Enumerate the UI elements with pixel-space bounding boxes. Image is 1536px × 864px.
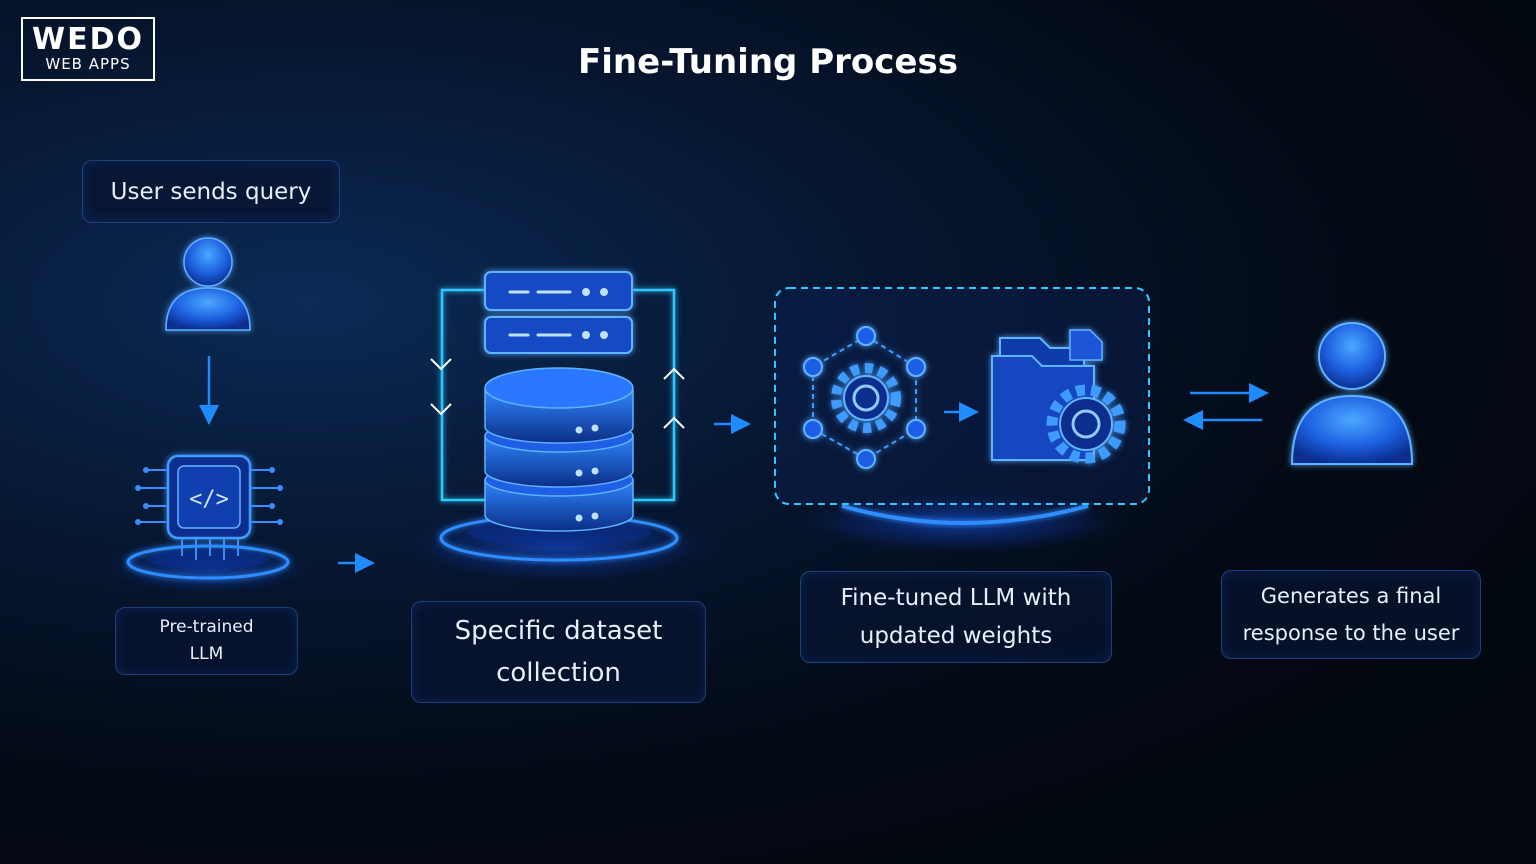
server-icon [484, 271, 633, 354]
step-dataset-line-1: Specific dataset [454, 616, 663, 646]
step-finetuned-llm: Fine-tuned LLM with updated weights [800, 571, 1112, 663]
step-pretrained-line-1: Pre-trained [159, 617, 254, 637]
user-icon [165, 237, 251, 331]
step-user-query-label: User sends query [110, 178, 312, 205]
database-icon [391, 288, 727, 585]
step-pretrained-line-2: LLM [189, 644, 224, 664]
arrow-bidirectional [1183, 383, 1269, 430]
step-pretrained-llm: Pre-trained LLM [115, 607, 298, 675]
step-response-line-2: response to the user [1242, 620, 1460, 645]
brand-logo: WEDO WEB APPS [21, 17, 155, 81]
chip-icon: </> [96, 454, 320, 596]
step-dataset-collection: Specific dataset collection [411, 601, 706, 703]
step-finetuned-line-1: Fine-tuned LLM with [840, 585, 1072, 611]
folder-gear-icon [991, 329, 1126, 464]
step-response-line-1: Generates a final [1260, 583, 1442, 608]
logo-line-2: WEB APPS [45, 55, 131, 73]
network-gear-icon [803, 326, 926, 469]
user-icon [1290, 322, 1414, 465]
step-dataset-line-2: collection [496, 658, 621, 688]
step-finetuned-line-2: updated weights [859, 623, 1053, 649]
logo-line-1: WEDO [32, 22, 144, 57]
page-title: Fine-Tuning Process [578, 42, 958, 82]
step-final-response: Generates a final response to the user [1221, 570, 1481, 659]
step-user-query: User sends query [82, 160, 340, 223]
svg-text:</>: </> [189, 487, 229, 512]
